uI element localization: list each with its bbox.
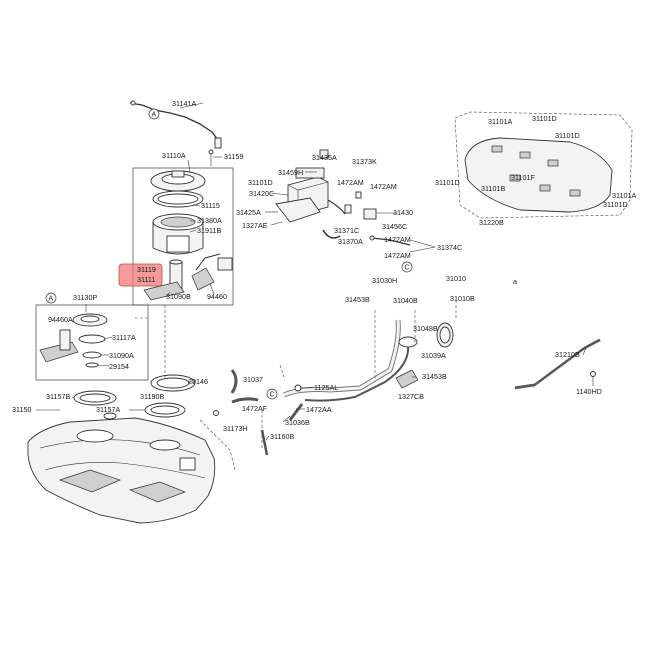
label-31101b: 31101B (481, 184, 505, 193)
label-31459h: 31459H (278, 168, 303, 177)
label-29154: 29154 (109, 362, 129, 371)
callout-a-left: A (45, 292, 57, 304)
label-31453b-lower: 31453B (422, 372, 447, 381)
cable-31141a (129, 100, 222, 149)
label-31374c: 31374C (437, 243, 462, 252)
label-31150: 31150 (12, 405, 31, 414)
label-31435a: 31435A (312, 153, 337, 162)
label-31101d-left: 31101D (435, 178, 460, 187)
pipe-31037 (230, 369, 238, 394)
pump-assembly-box (132, 167, 234, 306)
pump-strainer (143, 281, 185, 301)
label-31036b: 31036B (285, 418, 310, 427)
label-31380a: 31380A (197, 216, 222, 225)
svg-text:C: C (270, 392, 275, 399)
label-31048b: 31048B (413, 324, 438, 333)
label-31115: 31115 (201, 201, 220, 210)
label-31119: 31119 (137, 265, 156, 274)
label-31430: 31430 (393, 208, 413, 217)
gaskets (73, 374, 196, 420)
label-31141a: 31141A (172, 99, 196, 108)
label-31425a: 31425A (236, 208, 261, 217)
svg-text:A: A (49, 296, 54, 303)
label-94460: 94460 (207, 292, 227, 301)
label-31190b: 31190B (140, 392, 164, 401)
label-31370a: 31370A (338, 237, 363, 246)
label-1472am-3: 1472AM (384, 235, 411, 244)
label-31090b: 31090B (166, 292, 191, 301)
label-31210b: 31210B (555, 350, 580, 359)
label-31037: 31037 (243, 375, 263, 384)
section-note: a (513, 277, 517, 286)
pump-screw (208, 149, 214, 166)
label-31101f: 31101F (511, 173, 535, 182)
leaders (133, 300, 457, 471)
label-31111: 31111 (137, 275, 155, 284)
secondary-pump-box (35, 304, 149, 381)
label-31101a-right: 31101A (612, 191, 636, 200)
callout-c-bottom: C (266, 388, 278, 400)
label-31420c: 31420C (249, 189, 274, 198)
label-31010: 31010 (446, 274, 466, 283)
part-labels: 31141A 31110A 31159 31115 31380A 31911B … (12, 99, 636, 441)
label-1327ae: 1327AE (242, 221, 268, 230)
label-1327cb: 1327CB (398, 392, 424, 401)
svg-text:C: C (405, 265, 410, 272)
label-31456c: 31456C (382, 222, 407, 231)
level-sender (191, 253, 233, 291)
label-31173h: 31173H (223, 424, 248, 433)
callout-a-top: A (148, 108, 160, 120)
label-31101d-top1: 31101D (532, 114, 557, 123)
label-1140hd: 1140HD (576, 387, 602, 396)
label-31220b: 31220B (479, 218, 504, 227)
pump-canister (152, 213, 204, 255)
tank-shield-box (454, 111, 633, 219)
label-31110a: 31110A (162, 151, 186, 160)
svg-text:A: A (152, 112, 157, 119)
label-31130p: 31130P (73, 293, 97, 302)
callout-c-right: C (401, 261, 413, 273)
label-1472af: 1472AF (242, 404, 268, 413)
label-31039a: 31039A (421, 351, 446, 360)
label-leaders (36, 102, 587, 441)
label-94460a: 94460A (48, 315, 73, 324)
label-1472am-4: 1472AM (384, 251, 411, 260)
tank-shield (464, 137, 613, 213)
selected-part-highlight (118, 263, 163, 287)
label-31101a-top: 31101A (488, 117, 512, 126)
label-31373k: 31373K (352, 157, 377, 166)
label-31101d-top2: 31101D (555, 131, 580, 140)
label-31117a: 31117A (112, 333, 136, 342)
label-31453b-upper: 31453B (345, 295, 370, 304)
label-31010b: 31010B (450, 294, 475, 303)
label-31101d-right: 31101D (603, 200, 628, 209)
tank-strap (514, 338, 601, 391)
label-31160b: 31160B (270, 432, 294, 441)
label-31157b: 31157B (46, 392, 70, 401)
label-31101d-canister: 31101D (248, 178, 273, 187)
label-1472am-2: 1472AM (370, 182, 397, 191)
label-1125al: 1125AL (314, 383, 338, 392)
label-31371c: 31371C (334, 226, 359, 235)
label-31157a: 31157A (96, 405, 120, 414)
pump-ring (152, 190, 204, 208)
label-31030h: 31030H (372, 276, 397, 285)
filler-hoses (213, 319, 454, 456)
label-1472am-1: 1472AM (337, 178, 364, 187)
pump-flange (150, 170, 206, 192)
label-31911b: 31911B (197, 226, 221, 235)
label-31159: 31159 (224, 152, 243, 161)
label-1472aa: 1472AA (306, 405, 332, 414)
label-31040b: 31040B (393, 296, 418, 305)
label-31090a: 31090A (109, 351, 134, 360)
label-29146: 29146 (188, 377, 208, 386)
secondary-pump (39, 313, 108, 368)
canister (275, 149, 411, 246)
fuel-tank (27, 417, 216, 524)
